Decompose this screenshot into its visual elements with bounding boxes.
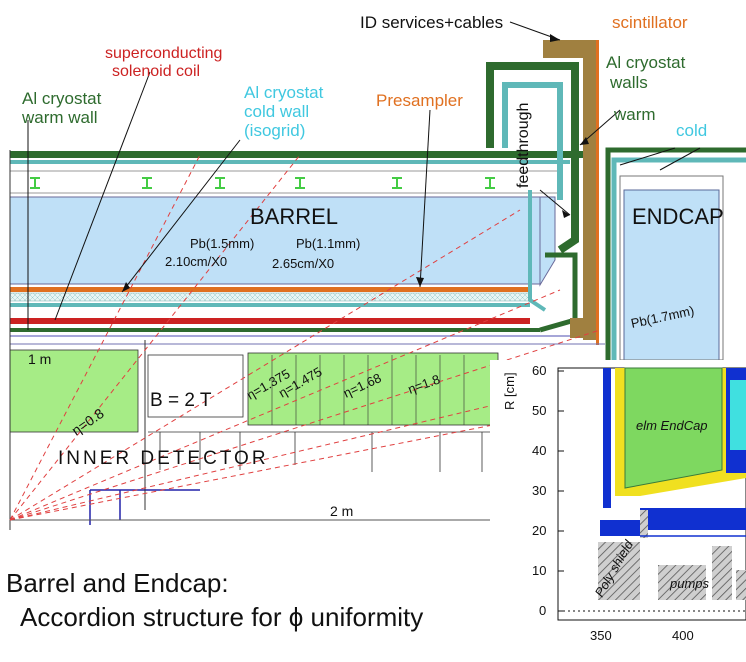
cryostat-end-flange (539, 252, 578, 333)
label-al-cryo-walls-1: Al cryostat (606, 53, 686, 72)
label-id-services: ID services+cables (360, 13, 503, 32)
inset-pump-3 (736, 570, 746, 600)
inset-blue-cryostat (600, 368, 746, 536)
warm-wall-upper (486, 62, 579, 254)
inset-blue-inner-wall (603, 368, 611, 508)
label-x0-210: 2.10cm/X0 (165, 254, 227, 269)
endcap-cold-wall (611, 157, 746, 360)
inset-label-pumps: pumps (669, 576, 710, 591)
label-2m: 2 m (330, 503, 353, 519)
label-scintillator: scintillator (612, 13, 688, 32)
arrowheads (122, 34, 589, 292)
barrel-end-chamfer (539, 196, 556, 287)
inset-pump-1 (658, 565, 706, 600)
caption-line-1: Barrel and Endcap: (6, 568, 229, 598)
scintillator-strip (596, 40, 599, 345)
inset-y-tick-50: 50 (532, 403, 546, 418)
inset-poly-shield (598, 542, 640, 600)
beam-region-lines (10, 489, 500, 525)
trt-wheel-lines (271, 355, 465, 425)
label-barrel: BARREL (250, 204, 338, 229)
label-feedthrough: feedthrough (515, 103, 532, 188)
label-presampler: Presampler (376, 91, 463, 110)
inset-x-tick-350: 350 (590, 628, 612, 643)
cold-wall-top (10, 160, 570, 164)
outer-warm-wall (10, 151, 585, 158)
label-sc-coil-2: solenoid coil (112, 63, 200, 80)
id-barrel-trt (9, 349, 139, 433)
id-services-column (583, 40, 597, 340)
solenoid-coil (10, 318, 530, 324)
id-endcap-trt (247, 352, 499, 426)
inset-elm-endcap (624, 367, 723, 489)
inset-y-tick-10: 10 (532, 563, 546, 578)
inset-x-tick-400: 400 (672, 628, 694, 643)
feedthrough-outline (528, 190, 547, 312)
pixel-supports (148, 431, 500, 472)
inset-y-tick-60: 60 (532, 363, 546, 378)
presampler-inner (9, 292, 531, 302)
inset-small-hatch (640, 510, 648, 538)
inset-label-elm-endcap: elm EndCap (636, 418, 708, 433)
label-al-cold-1: Al cryostat (244, 83, 324, 102)
inset-y-tick-20: 20 (532, 523, 546, 538)
inset-cyan-right (730, 380, 746, 450)
label-al-cold-2: cold wall (244, 102, 309, 121)
caption-line-2: Accordion structure for ϕ uniformity (20, 602, 424, 632)
label-endcap: ENDCAP (632, 204, 724, 229)
cold-wall-inner (10, 303, 530, 307)
inset-y-tick-0: 0 (539, 603, 546, 618)
label-sc-coil-1: superconducting (105, 45, 222, 62)
label-x0-265: 2.65cm/X0 (272, 256, 334, 271)
inset-y-tick-30: 30 (532, 483, 546, 498)
inset-zoom-plot: 60 50 40 30 20 10 0 350 400 R [cm] elm E… (490, 360, 746, 662)
warm-wall-inner (10, 328, 540, 332)
presampler-layer (10, 287, 530, 292)
ibeam-supports (30, 177, 495, 189)
label-pb11: Pb(1.1mm) (296, 236, 360, 251)
barrel-calorimeter (9, 196, 541, 285)
id-services-box (543, 40, 583, 58)
label-pb15: Pb(1.5mm) (190, 236, 254, 251)
figure-caption: Barrel and Endcap: Accordion structure f… (6, 566, 423, 634)
endcap-calorimeter (623, 189, 720, 361)
label-al-cold-3: (isogrid) (244, 121, 305, 140)
label-al-warm-1: Al cryostat (22, 89, 102, 108)
services-block (570, 318, 585, 338)
endcap-warm-wall (605, 147, 746, 360)
label-inner-detector: INNER DETECTOR (58, 448, 269, 469)
inset-y-axis-label: R [cm] (502, 372, 517, 410)
inset-y-tick-40: 40 (532, 443, 546, 458)
label-cold: cold (676, 121, 707, 140)
label-1m: 1 m (28, 351, 51, 367)
inset-y-ticks (558, 370, 564, 612)
label-b-field: B = 2 T (150, 390, 212, 411)
label-al-cryo-walls-2: walls (609, 73, 648, 92)
label-warm: warm (613, 105, 656, 124)
cold-wall-upper (502, 82, 563, 200)
label-al-warm-2: warm wall (21, 108, 98, 127)
inset-pump-2 (712, 546, 732, 600)
